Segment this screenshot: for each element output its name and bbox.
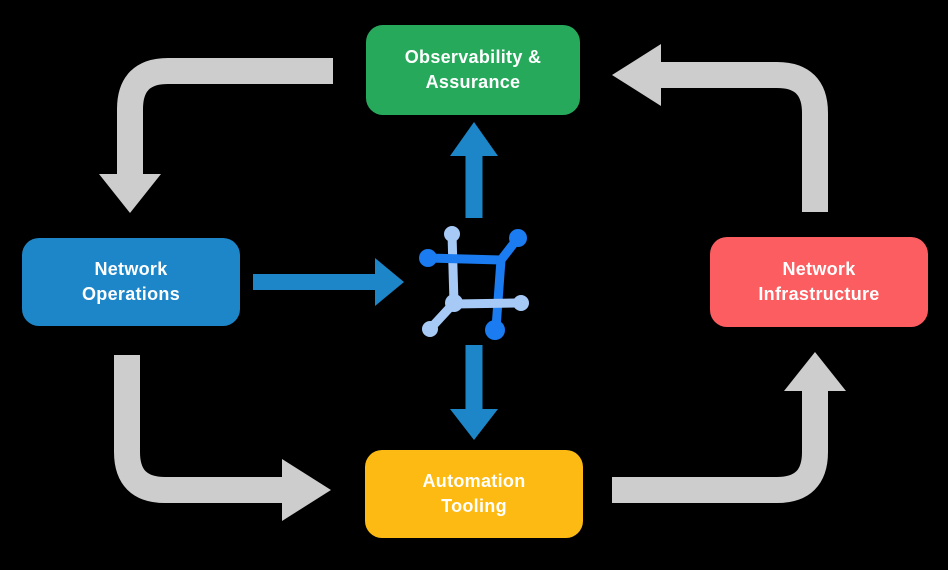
node-label-line: Observability &	[404, 46, 542, 67]
mesh-line-right-dark	[491, 255, 506, 333]
mesh-line-top-light	[447, 229, 459, 308]
arrow-head	[282, 459, 331, 521]
arrow-head	[450, 122, 498, 156]
arrow-center-to-automation	[450, 345, 498, 440]
mesh-node-bottom-left	[445, 294, 463, 312]
mesh-node-right	[513, 295, 529, 311]
node-label-line: Assurance	[425, 72, 521, 92]
arrow-head	[612, 44, 661, 106]
mesh-node-top-right	[509, 229, 527, 247]
mesh-line-left-dark	[423, 253, 506, 265]
arrow-observability-to-operations	[99, 58, 333, 213]
arrow-shaft	[117, 58, 333, 176]
node-label-line: Network	[94, 258, 168, 279]
arrow-operations-to-center	[253, 258, 404, 306]
arrow-shaft	[659, 62, 828, 212]
node-label-line: Operations	[81, 284, 181, 304]
arrow-center-to-observability	[450, 122, 498, 218]
mesh-node-left	[419, 249, 437, 267]
node-label-line: Tooling	[441, 496, 507, 516]
node-automation-tooling: Automation Tooling	[365, 450, 583, 538]
node-label-line: Infrastructure	[758, 284, 880, 304]
mesh-node-top	[444, 226, 460, 242]
node-label-line: Network	[782, 258, 856, 279]
arrow-operations-to-automation	[114, 355, 331, 521]
mesh-node-diag-light-end	[422, 321, 438, 337]
node-label-line: Automation	[422, 470, 526, 491]
arrow-head	[450, 409, 498, 440]
arrow-shaft	[114, 355, 284, 503]
network-mesh-icon	[419, 226, 529, 340]
node-network-operations: Network Operations	[22, 238, 240, 326]
arrow-shaft	[612, 389, 828, 503]
arrow-automation-to-infrastructure	[612, 352, 846, 503]
mesh-node-bottom	[485, 320, 505, 340]
mesh-line-bottom-light	[449, 298, 521, 309]
node-network-infrastructure: Network Infrastructure	[710, 237, 928, 327]
arrow-head	[99, 174, 161, 213]
arrow-infrastructure-to-observability	[612, 44, 828, 212]
node-observability-assurance: Observability & Assurance	[366, 25, 580, 115]
arrow-head	[375, 258, 404, 306]
arrow-head	[784, 352, 846, 391]
